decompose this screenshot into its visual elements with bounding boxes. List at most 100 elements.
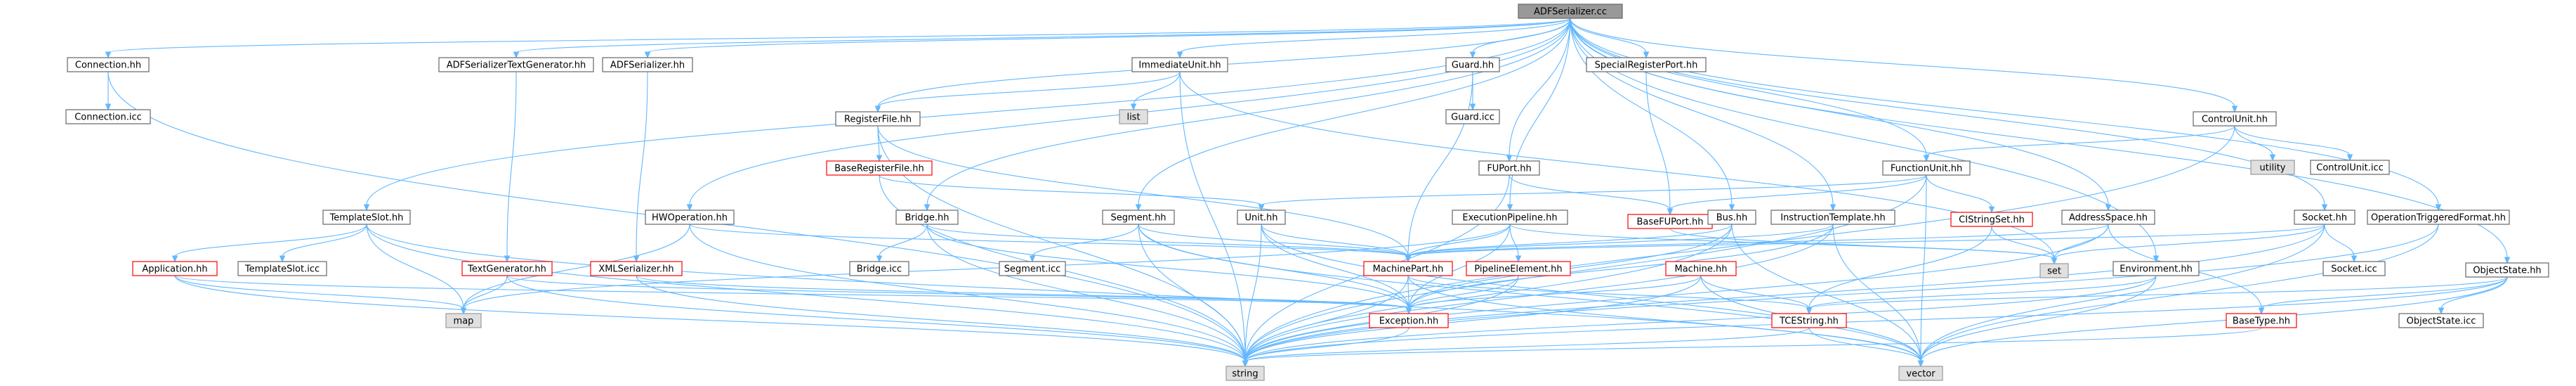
node-templateslot_icc[interactable]: TemplateSlot.icc: [237, 261, 327, 276]
node-addressspace[interactable]: AddressSpace.hh: [2061, 210, 2155, 225]
node-box: [1119, 109, 1148, 124]
node-label: Application.hh: [142, 264, 207, 275]
node-label: map: [454, 316, 474, 327]
node-basefuport[interactable]: BaseFUPort.hh: [1627, 214, 1713, 229]
node-executionpipeline[interactable]: ExecutionPipeline.hh: [1452, 210, 1568, 225]
node-controlunit_icc[interactable]: ControlUnit.icc: [2310, 160, 2390, 175]
edge-opttrigformat-to-vector: [1917, 224, 2439, 368]
edge-application-to-exception: [174, 275, 1412, 315]
node-fuport[interactable]: FUPort.hh: [1478, 160, 1540, 176]
node-box: [645, 210, 735, 225]
node-machinepart[interactable]: MachinePart.hh: [1363, 261, 1453, 276]
edge-immediateunit-to-registerfile: [874, 71, 1181, 113]
edge-root-to-specialregport: [1570, 18, 1650, 59]
node-label: Machine.hh: [1674, 264, 1727, 275]
node-functionunit[interactable]: FunctionUnit.hh: [1882, 160, 1971, 176]
node-map[interactable]: map: [445, 313, 482, 328]
node-baseregfile[interactable]: BaseRegisterFile.hh: [826, 160, 933, 176]
node-environment[interactable]: Environment.hh: [2112, 261, 2200, 276]
arrowhead: [2346, 154, 2353, 162]
node-pipelineelement[interactable]: PipelineElement.hh: [1466, 261, 1571, 276]
edge-root-to-segment_hh: [1135, 18, 1571, 212]
node-utility[interactable]: utility: [2250, 160, 2295, 175]
arrowhead: [1988, 206, 1995, 214]
node-specialregport[interactable]: SpecialRegisterPort.hh: [1586, 57, 1707, 72]
arrowhead: [1029, 255, 1036, 263]
node-guard_hh[interactable]: Guard.hh: [1445, 57, 1500, 72]
arrowhead: [171, 255, 178, 263]
node-connection_hh[interactable]: Connection.hh: [67, 57, 150, 72]
node-set[interactable]: set: [2039, 263, 2069, 278]
node-bridge_icc[interactable]: Bridge.icc: [849, 261, 909, 276]
node-label: TextGenerator.hh: [467, 264, 546, 275]
arrowhead: [2438, 307, 2445, 315]
edge-adfser_hh-to-xmlserializer: [633, 71, 648, 263]
node-label: SpecialRegisterPort.hh: [1595, 60, 1698, 71]
arrowhead: [1130, 103, 1137, 111]
arrowhead: [1829, 204, 1836, 212]
edge-hwoperation-to-machinepart: [689, 224, 1412, 263]
node-label: ControlUnit.icc: [2316, 163, 2384, 174]
node-label: string: [1232, 369, 1258, 380]
node-tcestring[interactable]: TCEString.hh: [1771, 313, 1847, 328]
node-basetype[interactable]: BaseType.hh: [2226, 313, 2297, 328]
node-unit_hh[interactable]: Unit.hh: [1237, 210, 1286, 225]
node-controlunit_hh[interactable]: ControlUnit.hh: [2193, 111, 2277, 127]
node-objectstate_icc[interactable]: ObjectState.icc: [2398, 313, 2484, 328]
arrowhead: [876, 155, 883, 162]
edge-root-to-controlunit_hh: [1570, 18, 2238, 113]
node-cistringset[interactable]: CIStringSet.hh: [1950, 212, 2033, 227]
node-bridge_hh[interactable]: Bridge.hh: [895, 210, 959, 225]
node-instrtemplate[interactable]: InstructionTemplate.hh: [1770, 210, 1895, 225]
node-application[interactable]: Application.hh: [132, 261, 218, 276]
node-socket_icc[interactable]: Socket.icc: [2322, 261, 2386, 276]
edge-templateslot_hh-to-application: [171, 224, 367, 263]
node-guard_icc[interactable]: Guard.icc: [1445, 109, 1500, 124]
node-opttrigformat[interactable]: OperationTriggeredFormat.hh: [2367, 210, 2510, 225]
edge-root-to-connection_hh: [105, 18, 1571, 59]
node-box: [1452, 210, 1568, 225]
node-box: [237, 261, 327, 276]
node-box: [835, 111, 921, 127]
node-box: [849, 261, 909, 276]
node-box: [65, 109, 151, 124]
node-machine_hh[interactable]: Machine.hh: [1665, 261, 1737, 276]
node-segment_hh[interactable]: Segment.hh: [1102, 210, 1175, 225]
node-box: [999, 261, 1066, 276]
node-registerfile[interactable]: RegisterFile.hh: [835, 111, 921, 127]
node-exception[interactable]: Exception.hh: [1369, 313, 1449, 328]
node-socket_hh[interactable]: Socket.hh: [2294, 210, 2355, 225]
node-label: XMLSerializer.hh: [598, 264, 673, 275]
node-connection_icc[interactable]: Connection.icc: [65, 109, 151, 124]
edge-socket_hh-to-machinepart: [1405, 224, 2325, 263]
node-hwoperation[interactable]: HWOperation.hh: [645, 210, 735, 225]
node-root[interactable]: ADFSerializer.cc: [1518, 4, 1623, 19]
arrowhead: [2153, 255, 2160, 263]
edge-socket_hh-to-set: [2051, 224, 2325, 265]
node-textgenerator[interactable]: TextGenerator.hh: [461, 261, 553, 276]
node-segment_icc[interactable]: Segment.icc: [999, 261, 1066, 276]
edge-executionpipeline-to-machinepart: [1405, 224, 1511, 263]
node-vector[interactable]: vector: [1898, 366, 1943, 381]
node-immediateunit[interactable]: ImmediateUnit.hh: [1131, 57, 1228, 72]
edge-objectstate_hh-to-tcestring: [1806, 276, 2508, 315]
arrowhead: [633, 255, 640, 263]
edge-controlunit_hh-to-functionunit: [1923, 125, 2235, 162]
arrowhead: [1405, 255, 1412, 263]
node-adfsertextgen[interactable]: ADFSerializerTextGenerator.hh: [438, 57, 594, 72]
node-xmlserializer[interactable]: XMLSerializer.hh: [590, 261, 683, 276]
node-objectstate_hh[interactable]: ObjectState.hh: [2465, 262, 2549, 278]
edge-root-to-bus_hh: [1570, 18, 1735, 212]
node-list[interactable]: list: [1119, 109, 1148, 124]
node-adfser_hh[interactable]: ADFSerializer.hh: [602, 57, 693, 72]
arrowhead: [363, 204, 370, 212]
node-label: Bridge.icc: [857, 264, 902, 275]
edge-functionunit-to-cistringset: [1926, 174, 1995, 214]
edge-basetype-to-string: [1242, 327, 2262, 368]
edge-connection_hh-to-connection_icc: [105, 71, 112, 111]
node-string[interactable]: string: [1225, 366, 1265, 381]
node-templateslot_hh[interactable]: TemplateSlot.hh: [322, 210, 411, 225]
node-box: [1707, 210, 1756, 225]
node-bus_hh[interactable]: Bus.hh: [1707, 210, 1756, 225]
edge-addressspace-to-machinepart: [1405, 224, 2109, 263]
